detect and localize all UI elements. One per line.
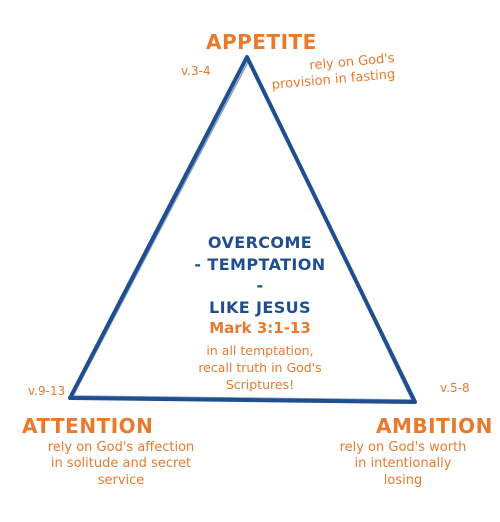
center-reference: Mark 3:1-13	[209, 319, 311, 338]
attention-verse: v.9-13	[28, 384, 66, 398]
ambition-title: AMBITION	[376, 414, 493, 438]
center-note-line: recall truth in God's	[198, 359, 322, 375]
attention-note: rely on God's affection in solitude and …	[28, 440, 214, 489]
ambition-note-line: rely on God's worth	[339, 440, 467, 455]
center-note-line: in all temptation,	[206, 343, 314, 358]
center-note: in all temptation, recall truth in God's…	[150, 343, 370, 394]
attention-title: ATTENTION	[22, 414, 154, 438]
appetite-title: APPETITE	[206, 30, 317, 54]
ambition-note-line: losing	[383, 472, 423, 488]
attention-note-line: in solitude and secret	[50, 456, 192, 472]
center-note-line: Scriptures!	[225, 376, 295, 392]
center-line-temptation: - TEMPTATION -	[194, 254, 326, 296]
center-text: OVERCOME - TEMPTATION - LIKE JESUS Mark …	[190, 232, 330, 339]
ambition-note-line: in intentionally	[354, 456, 452, 472]
attention-note-line: rely on God's affection	[47, 440, 195, 455]
ambition-verse: v.5-8	[440, 381, 470, 395]
center-line-like-jesus: LIKE JESUS	[209, 297, 311, 317]
attention-note-line: service	[97, 472, 145, 488]
triangle-outline-rough	[72, 59, 413, 401]
appetite-verse: v.3-4	[181, 64, 211, 78]
ambition-note: rely on God's worth in intentionally los…	[318, 440, 488, 489]
center-line-overcome: OVERCOME	[207, 233, 313, 252]
